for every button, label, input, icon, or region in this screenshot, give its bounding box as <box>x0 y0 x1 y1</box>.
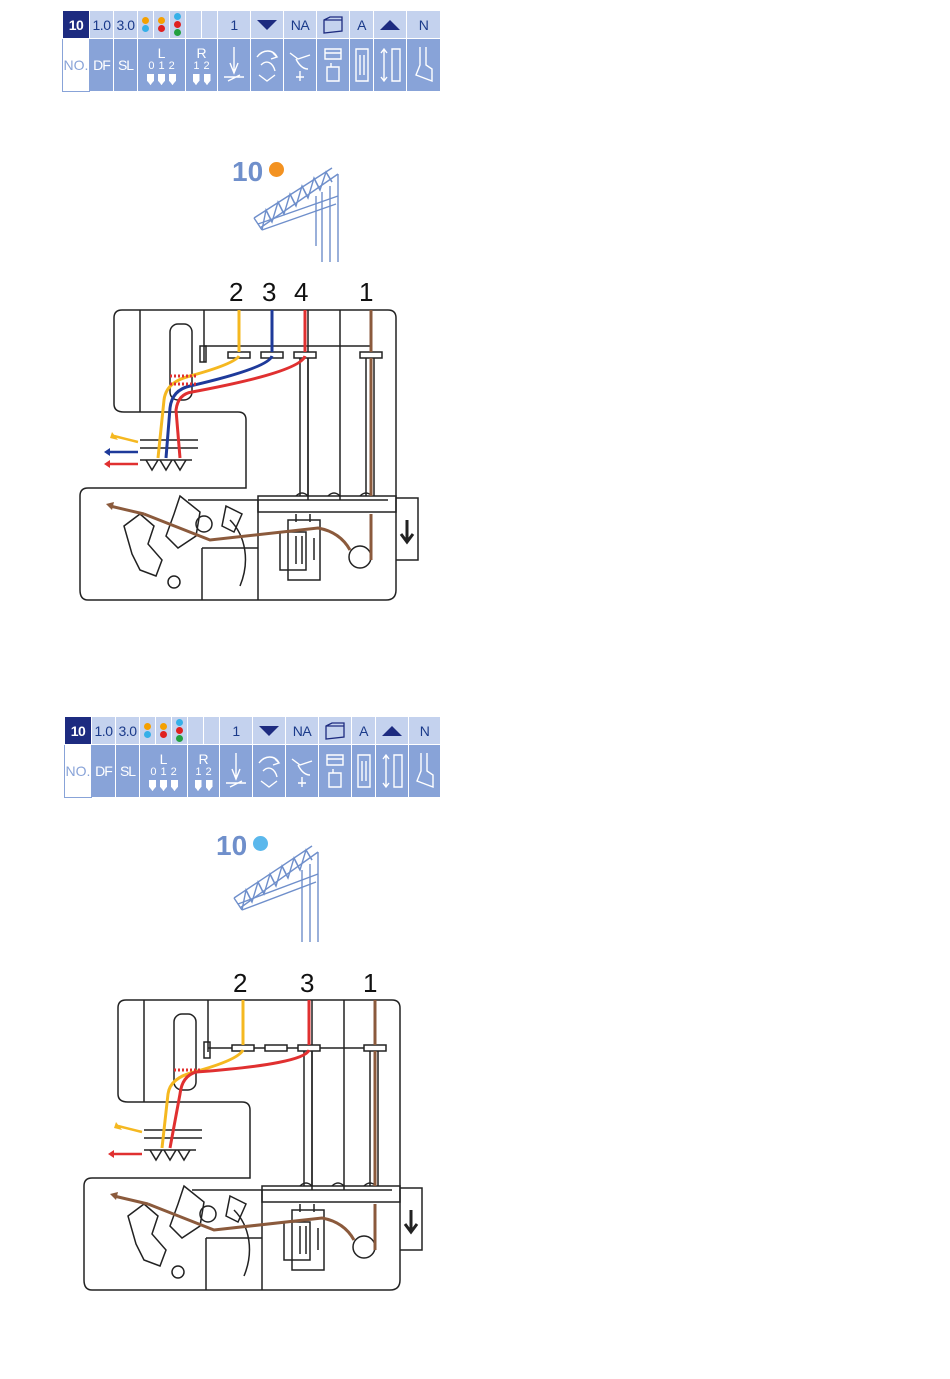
threading-diagram-2 <box>74 990 434 1300</box>
stitch-length-value: 3.0 <box>114 11 138 39</box>
arrow-up-icon <box>376 717 409 745</box>
stitch-illustration-2 <box>230 842 330 946</box>
height-adjust-icon <box>374 39 407 92</box>
upper-looper-icon <box>253 745 286 798</box>
presser-foot-icon <box>407 39 441 92</box>
stitch-number: 10 <box>63 11 90 39</box>
needle-dots-r2 <box>202 11 218 39</box>
dot-red <box>158 25 165 32</box>
df-label: DF <box>92 745 116 798</box>
dot-blue <box>176 719 183 726</box>
arrow-down-icon <box>405 1210 417 1232</box>
dot-red <box>160 731 167 738</box>
arrow-yellow <box>118 1126 142 1132</box>
arrow-up-icon <box>374 11 407 39</box>
needle-dots-r1 <box>186 11 202 39</box>
dot-red <box>174 21 181 28</box>
df-label: DF <box>90 39 114 92</box>
needle-icon <box>147 74 176 85</box>
arrow-down-icon <box>251 11 284 39</box>
needle-dots-l2 <box>172 717 188 745</box>
stitch-number: 10 <box>65 717 92 745</box>
handwheel <box>353 1236 375 1258</box>
needle-icon <box>193 74 211 85</box>
dot-orange <box>142 17 149 24</box>
knife-icon <box>350 39 374 92</box>
knife-icon <box>352 745 376 798</box>
upper-looper-icon <box>251 39 284 92</box>
presser-value: N <box>409 717 441 745</box>
upper-looper-value: 1 <box>220 717 253 745</box>
lower-looper-icon <box>284 39 317 92</box>
presser-value: N <box>407 11 441 39</box>
plate-icon <box>319 717 352 745</box>
lower-looper-value: NA <box>286 717 319 745</box>
sl-label: SL <box>114 39 138 92</box>
knife-value: A <box>352 717 376 745</box>
dot-green <box>176 735 183 742</box>
dot-orange <box>160 723 167 730</box>
needle-dots-l0 <box>140 717 156 745</box>
needle-dots-l0 <box>138 11 154 39</box>
needle-dots-l2 <box>170 11 186 39</box>
needle-dots-r1 <box>188 717 204 745</box>
stitch-illustration-1 <box>250 166 350 266</box>
dot-blue <box>174 13 181 20</box>
no-label: NO. <box>63 39 90 92</box>
threading-diagram-1 <box>70 300 430 610</box>
height-adjust-icon <box>376 745 409 798</box>
knife-value: A <box>350 11 374 39</box>
arrow-down-icon <box>253 717 286 745</box>
thread-blue <box>166 310 272 458</box>
dot-blue <box>142 25 149 32</box>
lower-looper-icon <box>286 745 319 798</box>
sl-label: SL <box>116 745 140 798</box>
left-needle-label: L <box>158 45 166 61</box>
lower-looper-value: NA <box>284 11 317 39</box>
upper-looper-value: 1 <box>218 11 251 39</box>
needle-icon <box>149 780 178 791</box>
stitch-length-value: 3.0 <box>116 717 140 745</box>
needle-icon <box>195 780 213 791</box>
needle-thread-icon <box>220 745 253 798</box>
right-needle-label: R <box>196 45 206 61</box>
handwheel <box>349 546 371 568</box>
left-needle-label: L <box>160 751 168 767</box>
diff-feed-value: 1.0 <box>92 717 116 745</box>
dot-orange <box>158 17 165 24</box>
plate-insert-icon <box>319 745 352 798</box>
arrow-yellow <box>114 436 138 442</box>
needle-dots-r2 <box>204 717 220 745</box>
dot-red <box>176 727 183 734</box>
diff-feed-value: 1.0 <box>90 11 114 39</box>
plate-insert-icon <box>317 39 350 92</box>
dot-blue <box>144 731 151 738</box>
dot-green <box>174 29 181 36</box>
right-needle-label: R <box>198 751 208 767</box>
left-needle-group: L 012 <box>138 39 186 92</box>
needle-dots-l1 <box>156 717 172 745</box>
thread-red <box>170 1000 309 1148</box>
arrow-down-icon <box>401 520 413 542</box>
dot-orange <box>144 723 151 730</box>
presser-foot-icon <box>409 745 441 798</box>
plate-icon <box>317 11 350 39</box>
needle-dots-l1 <box>154 11 170 39</box>
no-label: NO. <box>65 745 92 798</box>
needle-thread-icon <box>218 39 251 92</box>
